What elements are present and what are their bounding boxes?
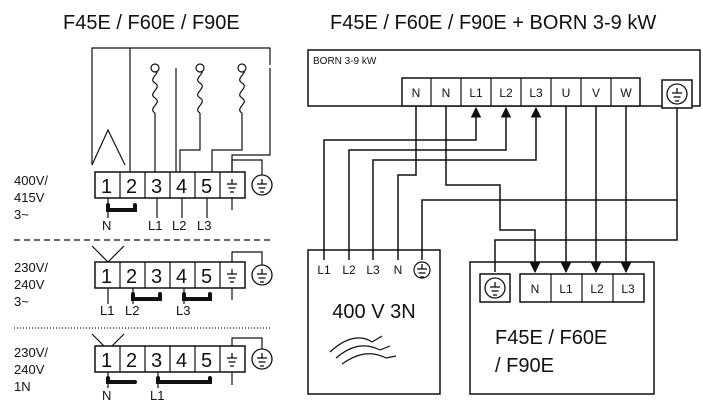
- terminal-3: 3: [151, 266, 162, 288]
- voltage-label: 400V/: [14, 173, 48, 188]
- terminal-2: 2: [126, 266, 137, 288]
- hob-terminal-l2: L2: [590, 282, 604, 296]
- hob-terminal-n: N: [531, 282, 540, 296]
- terminal-block-230v-3: 1 2 3 4 5: [91, 245, 273, 304]
- earth-ground-icon: [413, 261, 431, 279]
- born-terminal-n: N: [442, 86, 451, 100]
- terminal-label: L1: [100, 303, 114, 318]
- wires: [323, 106, 678, 274]
- terminal-label: N: [102, 388, 111, 403]
- heating-elements: [91, 47, 271, 172]
- hob-terminal-l1: L1: [559, 282, 573, 296]
- born-terminal-v: V: [592, 86, 600, 100]
- voltage-label: 230V/: [14, 345, 48, 360]
- hob-title-line-1: F45E / F60E: [495, 327, 607, 349]
- terminal-label: L3: [176, 303, 190, 318]
- terminal-5: 5: [201, 266, 212, 288]
- voltage-label: 1N: [14, 379, 31, 394]
- terminal-2: 2: [126, 176, 137, 198]
- terminal-block-400v: 1 2 3 4 5: [94, 159, 273, 218]
- supply-box: L1 L2 L3 N 400 V 3N: [307, 249, 441, 395]
- terminal-4: 4: [176, 266, 187, 288]
- supply-terminal-l1: L1: [317, 263, 331, 277]
- terminal-3: 3: [151, 350, 162, 372]
- cable-wires-icon: [329, 335, 397, 365]
- supply-terminal-n: N: [394, 263, 403, 277]
- voltage-label: 415V: [14, 190, 45, 205]
- terminal-3: 3: [151, 176, 162, 198]
- terminal-label: L1: [148, 218, 162, 233]
- voltage-label: 3~: [14, 207, 29, 222]
- hob-terminal-l3: L3: [621, 282, 635, 296]
- terminal-label: N: [102, 218, 111, 233]
- terminal-1: 1: [101, 350, 112, 372]
- hob-title-line-2: / F90E: [495, 355, 554, 377]
- born-terminal-w: W: [620, 86, 632, 100]
- terminal-1: 1: [101, 176, 112, 198]
- born-terminal-n: N: [412, 86, 421, 100]
- voltage-label: 230V/: [14, 260, 48, 275]
- earth-ground-icon: [666, 83, 688, 105]
- born-terminal-l3: L3: [529, 86, 543, 100]
- terminal-label: L3: [197, 218, 211, 233]
- left-title: F45E / F60E / F90E: [63, 12, 240, 34]
- supply-title: 400 V 3N: [332, 301, 415, 323]
- terminal-4: 4: [176, 350, 187, 372]
- born-terminal-l1: L1: [469, 86, 483, 100]
- supply-terminal-l2: L2: [342, 263, 356, 277]
- born-label: BORN 3-9 kW: [313, 56, 377, 67]
- terminal-label: L2: [125, 303, 139, 318]
- terminal-5: 5: [201, 350, 212, 372]
- terminal-5: 5: [201, 176, 212, 198]
- voltage-label: 240V: [14, 277, 45, 292]
- terminal-label: L1: [150, 388, 164, 403]
- voltage-label: 240V: [14, 362, 45, 377]
- terminal-4: 4: [176, 176, 187, 198]
- born-unit: BORN 3-9 kW N N L1 L2 L3 U V W: [307, 49, 701, 109]
- terminal-1: 1: [101, 266, 112, 288]
- terminal-block-230v-1n: 1 2 3 4 5: [91, 333, 273, 388]
- hob-box: N L1 L2 L3 F45E / F60E / F90E: [469, 261, 655, 395]
- born-terminal-u: U: [562, 86, 571, 100]
- voltage-label: 3~: [14, 294, 29, 309]
- earth-ground-icon: [484, 277, 506, 299]
- terminal-label: L2: [172, 218, 186, 233]
- supply-terminal-l3: L3: [366, 263, 380, 277]
- right-title: F45E / F60E / F90E + BORN 3-9 kW: [330, 12, 656, 34]
- born-terminal-l2: L2: [499, 86, 513, 100]
- terminal-2: 2: [126, 350, 137, 372]
